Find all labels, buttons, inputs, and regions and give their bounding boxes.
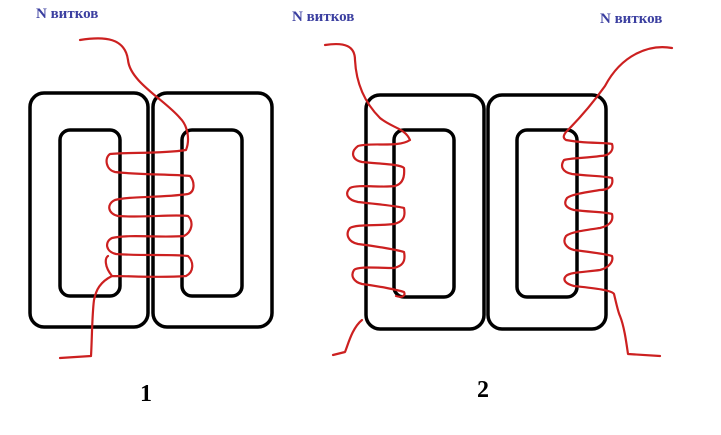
core-1-left-outer [28, 91, 150, 329]
core-2-right-inner [515, 128, 579, 299]
core-1-right-outer [151, 91, 274, 329]
figure-number-1: 1 [140, 381, 152, 407]
winding-2-right [561, 46, 674, 358]
core-2-left-outer [364, 93, 486, 331]
turns-label-2-left: N витков [292, 9, 355, 25]
core-1-left-inner [58, 128, 122, 298]
core-2-left-inner [392, 128, 456, 299]
core-1-right-inner [180, 128, 244, 298]
figure-number-2: 2 [477, 377, 489, 403]
turns-label-1: N витков [36, 6, 99, 22]
winding-1 [58, 37, 195, 360]
winding-2-left [323, 43, 412, 357]
turns-label-2-right: N витков [600, 11, 663, 27]
